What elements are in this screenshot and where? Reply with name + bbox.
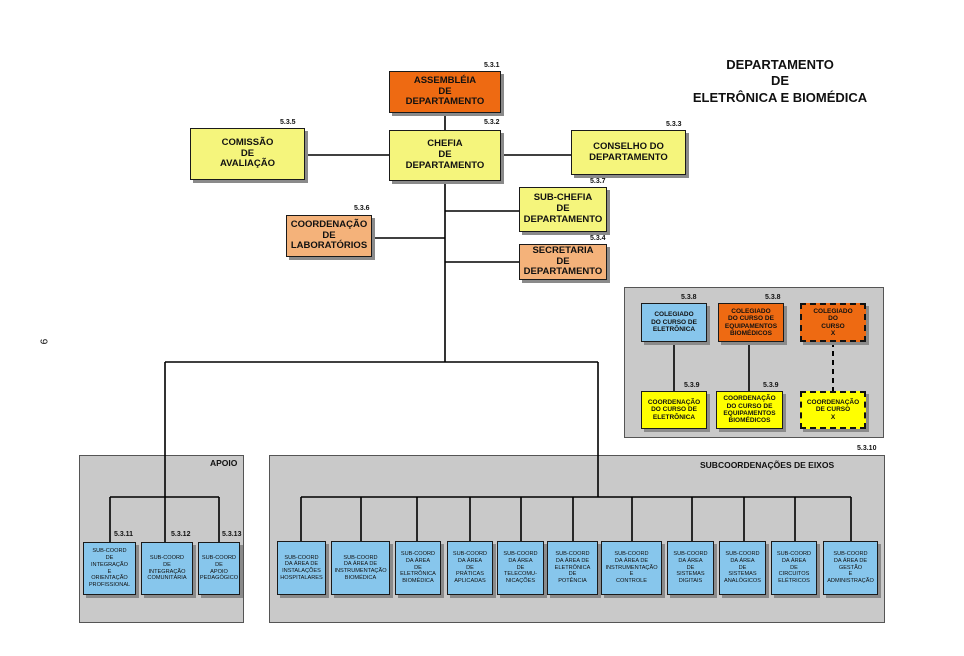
colegiado-curso-x-box: COLEGIADO DO CURSO X — [800, 303, 866, 342]
colegiado-eletronica-box: COLEGIADO DO CURSO DE ELETRÔNICA — [641, 303, 707, 342]
secretaria-box: SECRETARIA DE DEPARTAMENTO — [519, 244, 607, 280]
code-col-equip: 5.3.8 — [765, 294, 781, 301]
code-coord-lab: 5.3.6 — [354, 205, 370, 212]
colegiado-equipamentos-box: COLEGIADO DO CURSO DE EQUIPAMENTOS BIOMÉ… — [718, 303, 784, 342]
eixo-item-sistemas-analogicos: SUB-COORD DA ÁREA DE SISTEMAS ANALÓGICOS — [719, 541, 766, 595]
coordenacao-curso-x-box: COORDENAÇÃO DE CURSO X — [800, 391, 866, 429]
eixos-title: SUBCOORDENAÇÕES DE EIXOS — [700, 460, 835, 470]
apoio-title: APOIO — [210, 458, 238, 468]
eixo-item-sistemas-digitais: SUB-COORD DA ÁREA DE SISTEMAS DIGITAIS — [667, 541, 714, 595]
eixo-item-gestao-administracao: SUB-COORD DA ÁREA DE GESTÃO E ADMINISTRA… — [823, 541, 878, 595]
coordenacao-equipamentos-box: COORDENAÇÃO DO CURSO DE EQUIPAMENTOS BIO… — [716, 391, 783, 429]
eixo-item-instrumentacao-biomedica: SUB-COORD DA ÁREA DE INSTRUMENTAÇÃO BIOM… — [331, 541, 390, 595]
eixo-item-instrumentacao-controle: SUB-COORD DA ÁREA DE INSTRUMENTAÇÃO E CO… — [601, 541, 662, 595]
subchefia-box: SUB-CHEFIA DE DEPARTAMENTO — [519, 187, 607, 232]
eixo-item-eletronica-potencia: SUB-COORD DA ÁREA DE ELETRÔNICA DE POTÊN… — [547, 541, 598, 595]
code-apoio-3: 5.3.13 — [222, 531, 242, 538]
title-line-3: ELETRÔNICA E BIOMÉDICA — [692, 89, 868, 105]
code-conselho: 5.3.3 — [666, 121, 682, 128]
assembleia-box: ASSEMBLÉIA DE DEPARTAMENTO — [389, 71, 501, 113]
code-assembleia: 5.3.1 — [484, 62, 500, 69]
apoio-item-integracao-comunitaria: SUB-COORD DE INTEGRAÇÃO COMUNITÁRIA — [141, 542, 193, 595]
title-line-1: DEPARTAMENTO — [726, 57, 834, 72]
coordenacao-eletronica-box: COORDENAÇÃO DO CURSO DE ELETRÔNICA — [641, 391, 707, 429]
eixo-item-eletronica-biomedica: SUB-COORD DA ÁREA DE ELETRÔNICA BIOMÉDIC… — [395, 541, 441, 595]
code-eixos: 5.3.10 — [857, 445, 877, 452]
department-title: DEPARTAMENTO DE ELETRÔNICA E BIOMÉDICA — [660, 57, 900, 106]
eixo-item-praticas-aplicadas: SUB-COORD DA ÁREA DE PRÁTICAS APLICADAS — [447, 541, 493, 595]
eixo-item-telecomunicacoes: SUB-COORD DA ÁREA DE TELECOMU- NICAÇÕES — [497, 541, 544, 595]
code-apoio-1: 5.3.11 — [114, 531, 134, 538]
eixo-item-instalacoes-hospitalares: SUB-COORD DA ÁREA DE INSTALAÇÕES HOSPITA… — [277, 541, 326, 595]
comissao-box: COMISSÃO DE AVALIAÇÃO — [190, 128, 305, 180]
chefia-box: CHEFIA DE DEPARTAMENTO — [389, 130, 501, 181]
apoio-panel — [79, 455, 244, 623]
code-coord-equip: 5.3.9 — [763, 382, 779, 389]
code-coord-eletronica: 5.3.9 — [684, 382, 700, 389]
apoio-item-integracao-profissional: SUB-COORD DE INTEGRAÇÃO E ORIENTAÇÃO PRO… — [83, 542, 136, 595]
eixo-item-circuitos-eletricos: SUB-COORD DA ÁREA DE CIRCUITOS ELÉTRICOS — [771, 541, 817, 595]
coord-laboratorios-box: COORDENAÇÃO DE LABORATÓRIOS — [286, 215, 372, 257]
eixos-panel — [269, 455, 885, 623]
title-line-2: DE — [770, 73, 790, 89]
apoio-item-apoio-pedagogico: SUB-COORD DE APOIO PEDAGÓGICO — [198, 542, 240, 595]
code-comissao: 5.3.5 — [280, 119, 296, 126]
code-chefia: 5.3.2 — [484, 119, 500, 126]
code-secretaria: 5.3.4 — [590, 235, 606, 242]
code-subchefia: 5.3.7 — [590, 178, 606, 185]
conselho-box: CONSELHO DO DEPARTAMENTO — [571, 130, 686, 175]
code-col-eletronica: 5.3.8 — [681, 294, 697, 301]
code-apoio-2: 5.3.12 — [171, 531, 191, 538]
